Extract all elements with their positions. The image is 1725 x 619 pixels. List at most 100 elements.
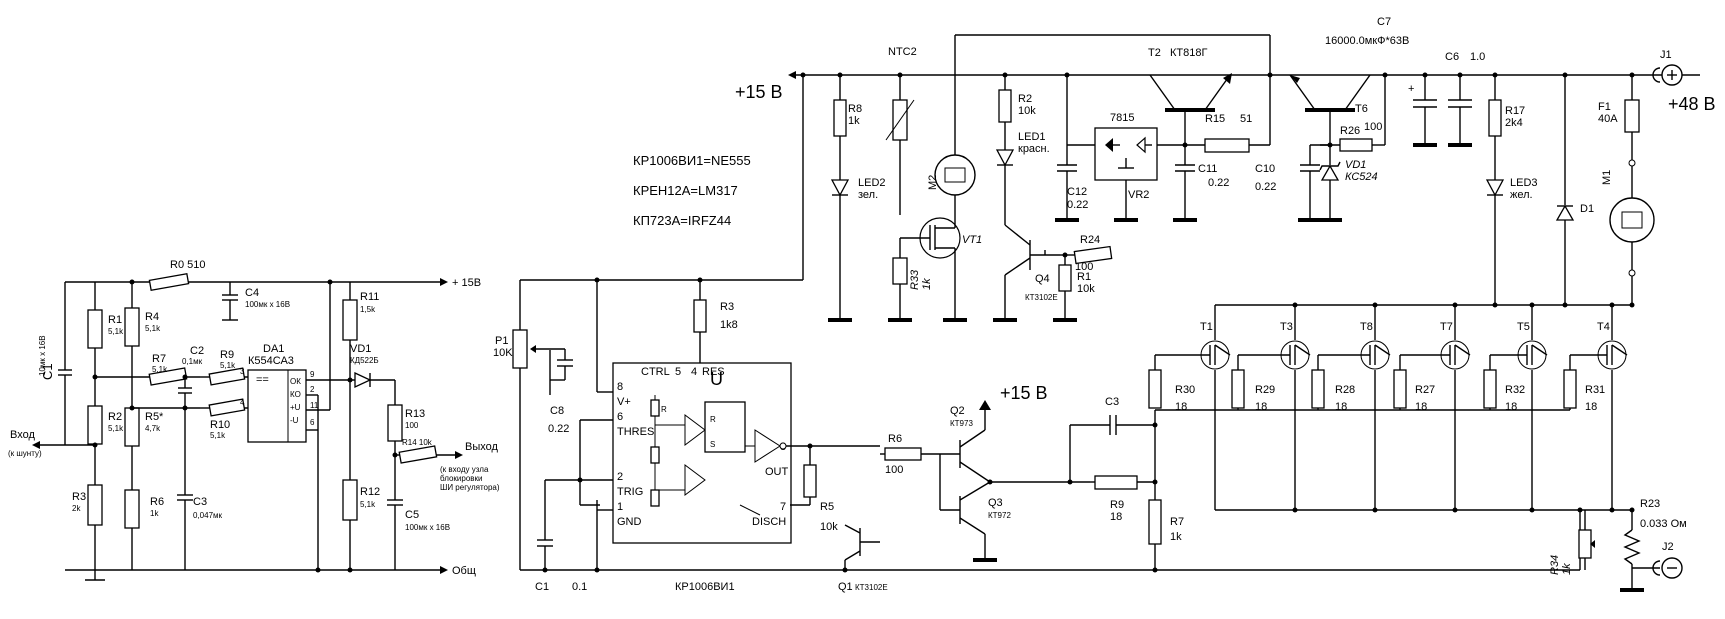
left-r4-value: 5,1k: [145, 324, 161, 333]
left-r13: [387, 404, 403, 442]
led3-label: LED3: [1510, 177, 1538, 189]
r7-right: [1148, 499, 1162, 545]
left-pin2: 2: [310, 385, 315, 394]
r33-label: R33: [909, 269, 921, 290]
r15-value: 51: [1240, 113, 1252, 125]
u-res: RES: [702, 366, 725, 378]
left-r13-label: R13: [405, 408, 425, 420]
t4-label: T4: [1597, 321, 1610, 333]
u-p1: 1: [617, 501, 623, 513]
t6-label: T6: [1355, 103, 1368, 115]
led2-value: зел.: [858, 189, 878, 201]
equiv-irfz44: КП723А=IRFZ44: [633, 213, 731, 228]
vd1-right-label: VD1: [1345, 159, 1366, 171]
r32: [1483, 369, 1497, 409]
r9-right-value: 18: [1110, 511, 1122, 523]
left-r6: [124, 489, 140, 529]
left-input-label: Вход: [10, 429, 35, 441]
left-r5-value: 4,7k: [145, 424, 161, 433]
chip-label: КР1006ВИ1: [675, 581, 735, 593]
left-r10-label: R10: [210, 419, 230, 431]
left-r12: [342, 479, 358, 521]
r28: [1311, 369, 1325, 409]
left-r12-label: R12: [360, 486, 380, 498]
left-da1-mu: -U: [290, 416, 299, 425]
r6-right: [884, 447, 922, 461]
t2-label: T2: [1148, 47, 1161, 59]
c7-value: 16000.0мкФ*63В: [1325, 35, 1409, 47]
u-trig: TRIG: [617, 486, 643, 498]
left-schematic: + 15В Общ R0 510 C4 100мк х 16В C1 10мк …: [8, 259, 500, 581]
r33-value: 1k: [921, 278, 933, 290]
left-c1-value: 10мк х 16В: [38, 335, 47, 376]
left-output-sub1: (к входу узла: [440, 465, 489, 474]
q1-label: Q1: [838, 581, 853, 593]
q4-value: КТ3102Е: [1025, 293, 1058, 302]
left-c2-label: C2: [190, 345, 204, 357]
t1-label: T1: [1200, 321, 1213, 333]
left-c5-label: C5: [405, 509, 419, 521]
r9-right-label: R9: [1110, 499, 1124, 511]
left-rail-plus-label: + 15В: [452, 277, 481, 289]
u-ctrl: CTRL: [641, 366, 670, 378]
r2-right-label: R2: [1018, 93, 1032, 105]
r34: [1578, 529, 1592, 559]
t7-label: T7: [1440, 321, 1453, 333]
led2-label: LED2: [858, 177, 886, 189]
left-r2-value: 5,1k: [108, 424, 124, 433]
left-da1-ko: КО: [290, 390, 301, 399]
led1-value: красн.: [1018, 143, 1050, 155]
q3-label: Q3: [988, 497, 1003, 509]
p1-pot: [512, 329, 528, 369]
r30-label: R30: [1175, 384, 1195, 396]
r17-label: R17: [1505, 105, 1525, 117]
left-rail-common-label: Общ: [452, 565, 476, 577]
left-output-sub3: ШИ регулятора): [440, 483, 500, 492]
c3-right-label: C3: [1105, 396, 1119, 408]
left-da1-pu: +U: [290, 403, 301, 412]
left-r10-value: 5,1k: [210, 431, 226, 440]
left-da1-value: К554СА3: [248, 355, 294, 367]
u-disch: DISCH: [752, 516, 786, 528]
led3-value: жел.: [1510, 189, 1533, 201]
left-r4: [124, 307, 140, 347]
left-r0: [148, 273, 190, 291]
c8-value: 0.22: [548, 423, 569, 435]
r8-label: R8: [848, 103, 862, 115]
u-ff-s: S: [710, 440, 715, 449]
r8: [833, 99, 847, 137]
t3-label: T3: [1280, 321, 1293, 333]
f1-fuse: [1624, 99, 1640, 133]
left-r3-value: 2k: [72, 504, 81, 513]
left-da1-chip: [247, 369, 307, 443]
left-r7-value: 5,1k: [152, 365, 168, 374]
r5-right-value: 10k: [820, 521, 838, 533]
left-c4-value: 100мк х 16В: [245, 300, 290, 309]
mosfet-t1: T1 R30 18: [1148, 305, 1231, 510]
left-c3-label: C3: [193, 496, 207, 508]
r23-value: 0.033 Ом: [1640, 518, 1687, 530]
u-flipflop: [704, 401, 746, 453]
left-r1-value: 5,1k: [108, 327, 124, 336]
r15: [1204, 138, 1250, 153]
t5-label: T5: [1517, 321, 1530, 333]
left-c3-value: 0,047мк: [193, 511, 223, 520]
p1-label: P1: [495, 335, 508, 347]
r26-value: 100: [1364, 121, 1382, 133]
left-r2-label: R2: [108, 411, 122, 423]
c7-plus: +: [1408, 83, 1414, 95]
r23-label: R23: [1640, 498, 1660, 510]
left-r3-label: R3: [72, 491, 86, 503]
q2-label: Q2: [950, 405, 965, 417]
left-r1: [87, 309, 103, 349]
u-div-r1: R: [661, 405, 667, 414]
ntc2-label: NTC2: [888, 46, 917, 58]
r31: [1563, 369, 1577, 409]
r34-value: 1k: [1561, 563, 1573, 575]
r5-right-label: R5: [820, 501, 834, 513]
left-da1-label: DA1: [263, 343, 284, 355]
r34-label: R34: [1549, 555, 1561, 575]
r32-label: R32: [1505, 384, 1525, 396]
vt1-label: VT1: [962, 234, 982, 246]
r27: [1393, 369, 1407, 409]
